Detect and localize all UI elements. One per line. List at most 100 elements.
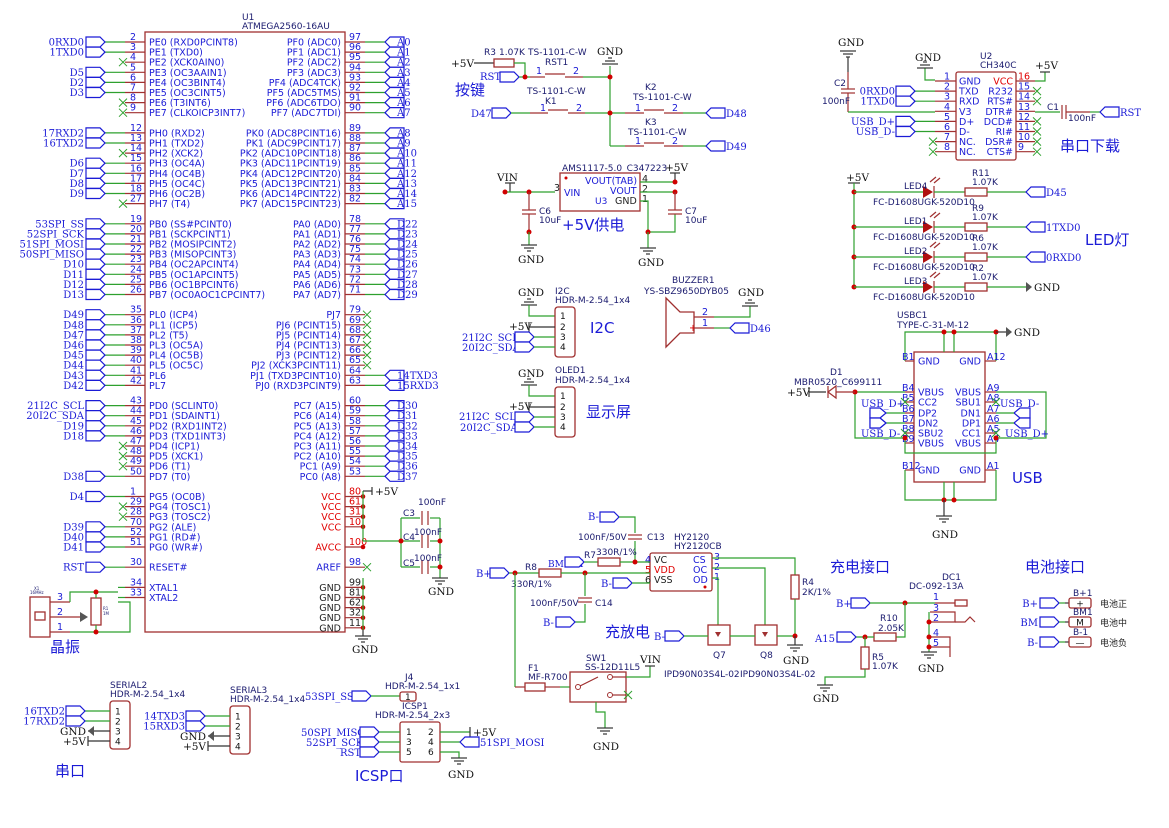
- led-block[interactable]: +5V LED4FC-D1608UGK-520D10R111.07KD45LED…: [846, 169, 1129, 303]
- battery-row[interactable]: B-1B-—电池负: [1027, 628, 1127, 649]
- oled-header[interactable]: OLED1 HDR-M-2.54_1x4 GND +5V 21I2C_SCL 2…: [459, 366, 631, 438]
- crystal-block[interactable]: X1 16MHz 3 2 1 R1 1M 晶振: [29, 586, 131, 656]
- battery-row[interactable]: B+1B++电池正: [1022, 589, 1127, 610]
- serial-block[interactable]: SERIAL2 HDR-M-2.54_1x4 SERIAL3 HDR-M-2.5…: [23, 681, 305, 780]
- buzzer-block[interactable]: BUZZER1 YS-SBZ9650DYB05 + 2 1 GND D46: [643, 276, 771, 349]
- charger-block[interactable]: HY2120 HY2120CB 4 5 6 VC VDD VSS CS OC O…: [476, 511, 831, 753]
- i2c-header[interactable]: I2C HDR-M-2.54_1x4 GND +5V 21I2C_SCL 20I…: [462, 287, 630, 358]
- serial-pin[interactable]: 4+5V: [183, 741, 241, 753]
- icsp-block[interactable]: J4 HDR-M-2.54_1x1 53SPI_SS 1 ICSP1 HDR-M…: [301, 673, 545, 785]
- regulator-block[interactable]: AMS1117-5.0_C347223 +5V VIN 3 VIN VOUT(T…: [496, 162, 707, 269]
- sw1-body[interactable]: [569, 671, 627, 703]
